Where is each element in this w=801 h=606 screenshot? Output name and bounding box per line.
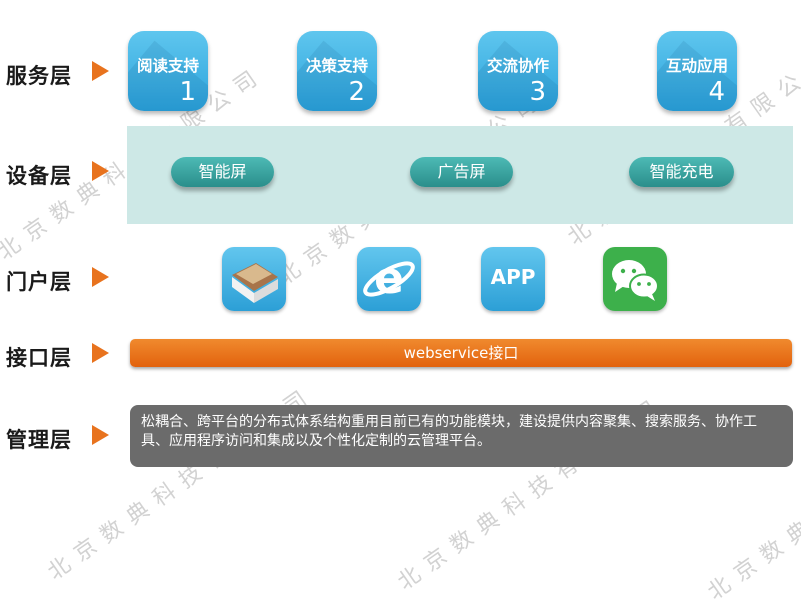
- service-layer-label: 服务层: [6, 64, 72, 88]
- portal-layer-label: 门户层: [6, 270, 72, 294]
- service-tile-label: 决策支持: [305, 57, 368, 75]
- arrow-icon: [92, 267, 109, 287]
- service-tile-reading[interactable]: 阅读支持 1: [128, 31, 208, 111]
- device-pill-ad-screen[interactable]: 广告屏: [410, 157, 513, 187]
- wechat-icon[interactable]: [603, 247, 667, 311]
- service-tile-number: 3: [529, 77, 546, 107]
- arrow-icon: [92, 161, 109, 181]
- service-tile-interactive[interactable]: 互动应用 4: [657, 31, 737, 111]
- management-description-box: 松耦合、跨平台的分布式体系结构重用目前已有的功能模块，建设提供内容聚集、搜索服务…: [130, 405, 793, 467]
- service-tile-number: 2: [348, 77, 365, 107]
- arrow-icon: [92, 343, 109, 363]
- interface-layer-label: 接口层: [6, 346, 72, 370]
- service-tile-label: 交流协作: [486, 57, 549, 75]
- app-icon-label: APP: [491, 265, 536, 289]
- service-tile-collaboration[interactable]: 交流协作 3: [478, 31, 558, 111]
- service-tile-decision[interactable]: 决策支持 2: [297, 31, 377, 111]
- device-layer-label: 设备层: [6, 164, 72, 188]
- service-tile-label: 互动应用: [665, 57, 728, 75]
- management-layer-label: 管理层: [6, 428, 72, 452]
- device-pill-smart-charging[interactable]: 智能充电: [629, 157, 734, 187]
- svg-text:e: e: [374, 253, 404, 304]
- webservice-interface-bar: webservice接口: [130, 339, 792, 367]
- service-tile-label: 阅读支持: [136, 57, 199, 75]
- device-pill-smart-screen[interactable]: 智能屏: [171, 157, 274, 187]
- app-icon[interactable]: APP: [481, 247, 545, 311]
- ie-browser-icon[interactable]: e: [357, 247, 421, 311]
- arrow-icon: [92, 61, 109, 81]
- arrow-icon: [92, 425, 109, 445]
- book-app-icon[interactable]: [222, 247, 286, 311]
- service-tile-number: 4: [708, 77, 725, 107]
- service-tile-number: 1: [179, 77, 196, 107]
